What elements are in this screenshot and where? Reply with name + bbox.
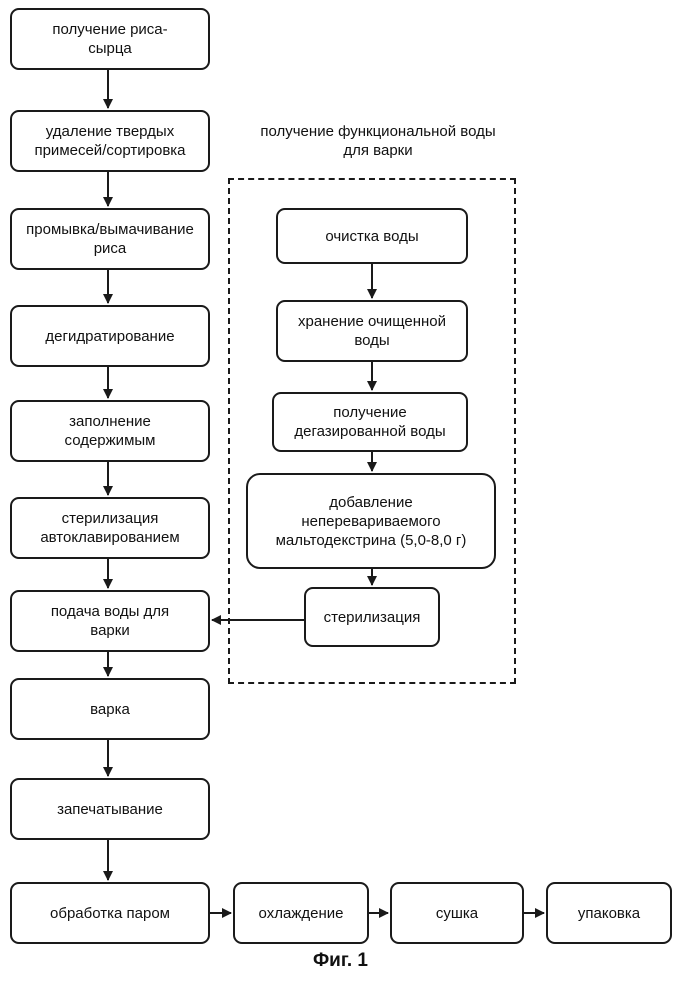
figure-caption: Фиг. 1 [0,950,681,972]
